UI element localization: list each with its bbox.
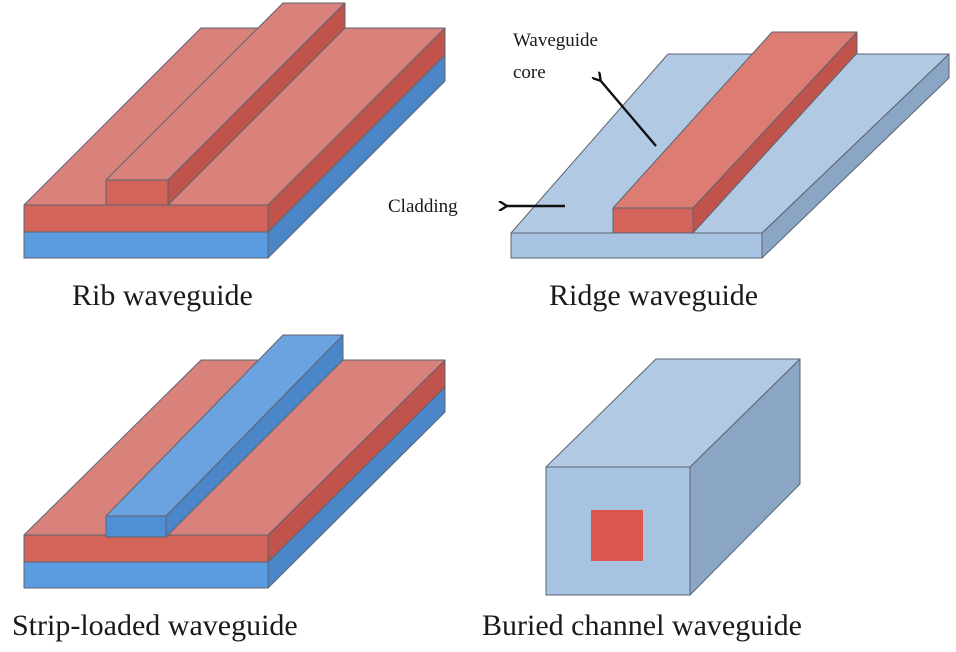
buried-core [591, 510, 643, 561]
caption-buried-channel: Buried channel waveguide [482, 609, 802, 642]
caption-rib: Rib waveguide [72, 279, 253, 312]
rib-slab-front [23, 204, 269, 233]
strip-slab-front [23, 534, 269, 563]
waveguide-core-label-line1: Waveguide [513, 30, 598, 51]
ridge-cladding-front [510, 232, 763, 259]
strip-loaded-waveguide-drawing [23, 334, 446, 589]
rib-substrate-front [23, 231, 269, 259]
core-arrow-icon [600, 80, 657, 147]
strip-load-front [105, 515, 167, 538]
ridge-waveguide-drawing [510, 31, 950, 259]
ridge-core-front [612, 207, 694, 234]
strip-substrate-front [23, 561, 269, 589]
caption-strip-loaded: Strip-loaded waveguide [12, 609, 298, 642]
rib-waveguide-drawing [23, 2, 446, 259]
buried-channel-waveguide-drawing [545, 358, 801, 596]
rib-ridge-front [105, 179, 169, 206]
caption-ridge: Ridge waveguide [549, 279, 758, 312]
cladding-label: Cladding [388, 196, 458, 217]
waveguide-core-label-line2: core [513, 62, 546, 83]
